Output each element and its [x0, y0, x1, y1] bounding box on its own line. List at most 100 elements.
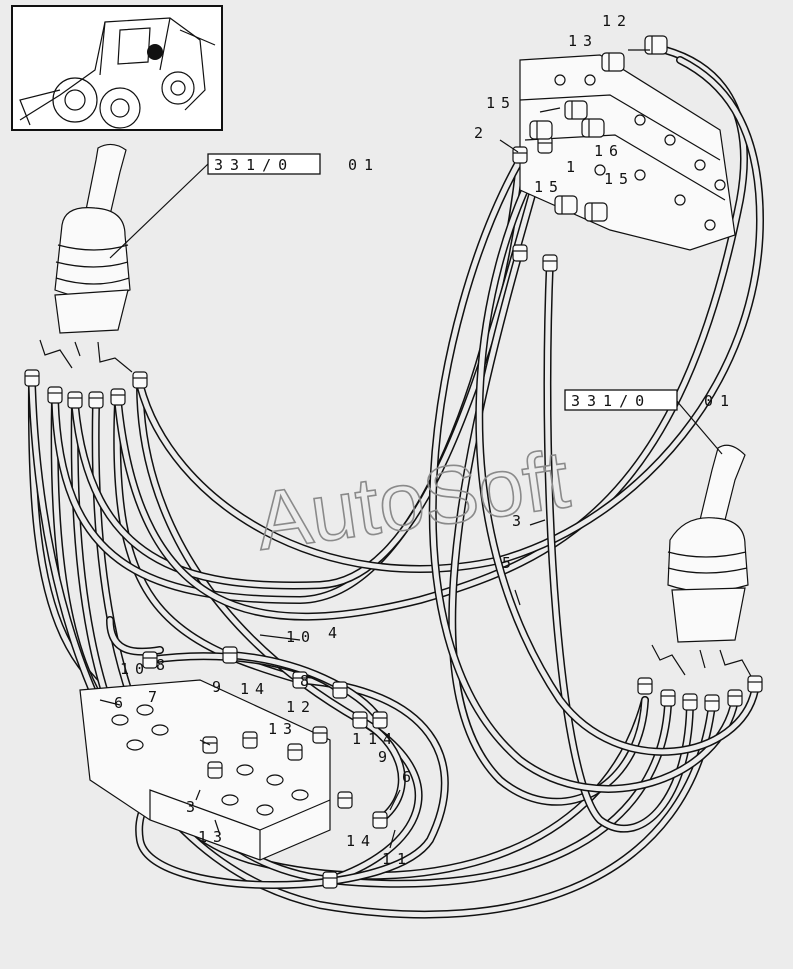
valve-port [674, 194, 686, 206]
hose-fitting [352, 711, 368, 729]
hose-fitting [372, 711, 388, 729]
callout-leader [389, 789, 401, 811]
reference-box-right: 331/0 01 [564, 389, 736, 455]
callout-label: 4 [328, 624, 343, 642]
callout-label: 14 [368, 730, 398, 748]
manifold-port [151, 724, 169, 736]
manifold-port [266, 774, 284, 786]
valve-port [664, 134, 676, 146]
hydraulic-hose-core [449, 247, 648, 805]
manifold-port [256, 804, 274, 816]
hose-fittings [24, 35, 763, 889]
left-joystick [39, 143, 133, 373]
callout-leader [195, 789, 201, 801]
manifold-port [136, 704, 154, 716]
callout-leader [529, 519, 546, 526]
hydraulic-hose-core [357, 717, 405, 823]
callout-label: 15 [604, 170, 634, 188]
manifold-port [236, 764, 254, 776]
hose-fitting [312, 726, 328, 744]
callout-leader [539, 107, 561, 113]
valve-connector [601, 52, 625, 72]
callouts: 12 13 15 2 16 1 15 15 3 5 10 4 10 8 9 7 … [99, 12, 650, 868]
hose-fitting [727, 689, 743, 707]
callout-label: 11 [382, 850, 412, 868]
hydraulic-hose-core [114, 399, 303, 683]
valve-port [704, 219, 716, 231]
hydraulic-hose-core [72, 402, 648, 879]
valve-port [584, 74, 596, 86]
valve-connector [581, 118, 605, 138]
callout-label: 8 [300, 672, 315, 690]
hose-fitting [24, 369, 40, 387]
manifold-port [111, 714, 129, 726]
manifold-block [79, 679, 331, 861]
callout-leader [389, 829, 396, 849]
manifold-port [221, 794, 239, 806]
callout-label: 12 [286, 698, 316, 716]
reference-code: 331/0 [214, 156, 294, 174]
hose-fitting [132, 371, 148, 389]
callout-label: 10 [120, 660, 150, 678]
hose-fitting [287, 743, 303, 761]
hose-fitting [704, 694, 720, 712]
hose-fitting [242, 731, 258, 749]
control-valve-block [519, 54, 736, 251]
callout-label: 9 [378, 748, 393, 766]
hose-fitting [47, 386, 63, 404]
reference-suffix: 01 [348, 156, 380, 174]
valve-port [554, 74, 566, 86]
hose-fitting [67, 391, 83, 409]
right-joystick [651, 444, 753, 679]
hydraulic-hose-core [137, 57, 763, 572]
hydraulic-hose-core [107, 617, 163, 655]
callout-label: 13 [568, 32, 598, 50]
valve-port [634, 114, 646, 126]
callout-label: 3 [512, 512, 527, 530]
callout-leader [499, 139, 519, 153]
hose-fitting [222, 646, 238, 664]
hydraulic-hose-core [29, 382, 715, 917]
manifold-port [291, 789, 309, 801]
hydraulic-hose-core [137, 382, 421, 883]
valve-connector [564, 100, 588, 120]
hose-fitting [322, 871, 338, 889]
hydraulic-hose-core [430, 157, 738, 792]
reference-suffix: 01 [704, 392, 736, 410]
hose-fitting [372, 811, 388, 829]
hose-fitting [337, 791, 353, 809]
hose-fitting [332, 681, 348, 699]
callout-label: 13 [268, 720, 298, 738]
hose-fitting [747, 675, 763, 693]
callout-leader [99, 699, 121, 706]
hose-fitting [207, 761, 223, 779]
callout-leader [214, 819, 221, 836]
callout-label: 8 [156, 656, 171, 674]
callout-label: 15 [486, 94, 516, 112]
callout-label: 3 [186, 798, 201, 816]
callout-label: 6 [114, 694, 129, 712]
hoses-group [27, 46, 765, 919]
callout-label: 12 [602, 12, 632, 30]
callout-label: 2 [474, 124, 489, 142]
hose-fitting [292, 671, 308, 689]
hose-fitting [682, 693, 698, 711]
hose-fitting [88, 391, 104, 409]
callout-label: 7 [148, 688, 163, 706]
callout-leader [259, 634, 301, 641]
reference-box-top: 331/0 01 [109, 153, 380, 259]
valve-connector [584, 202, 608, 222]
callout-label: 9 [212, 678, 227, 696]
valve-connector [554, 195, 578, 215]
machine-thumbnail [11, 5, 223, 131]
valve-connector [644, 35, 668, 55]
callout-label: 5 [502, 554, 517, 572]
reference-code: 331/0 [571, 392, 651, 410]
valve-port [714, 179, 726, 191]
valve-port [594, 164, 606, 176]
hose-fitting [512, 244, 528, 262]
callout-label: 10 [286, 628, 316, 646]
callout-leader [514, 589, 521, 606]
callout-label: 14 [346, 832, 376, 850]
